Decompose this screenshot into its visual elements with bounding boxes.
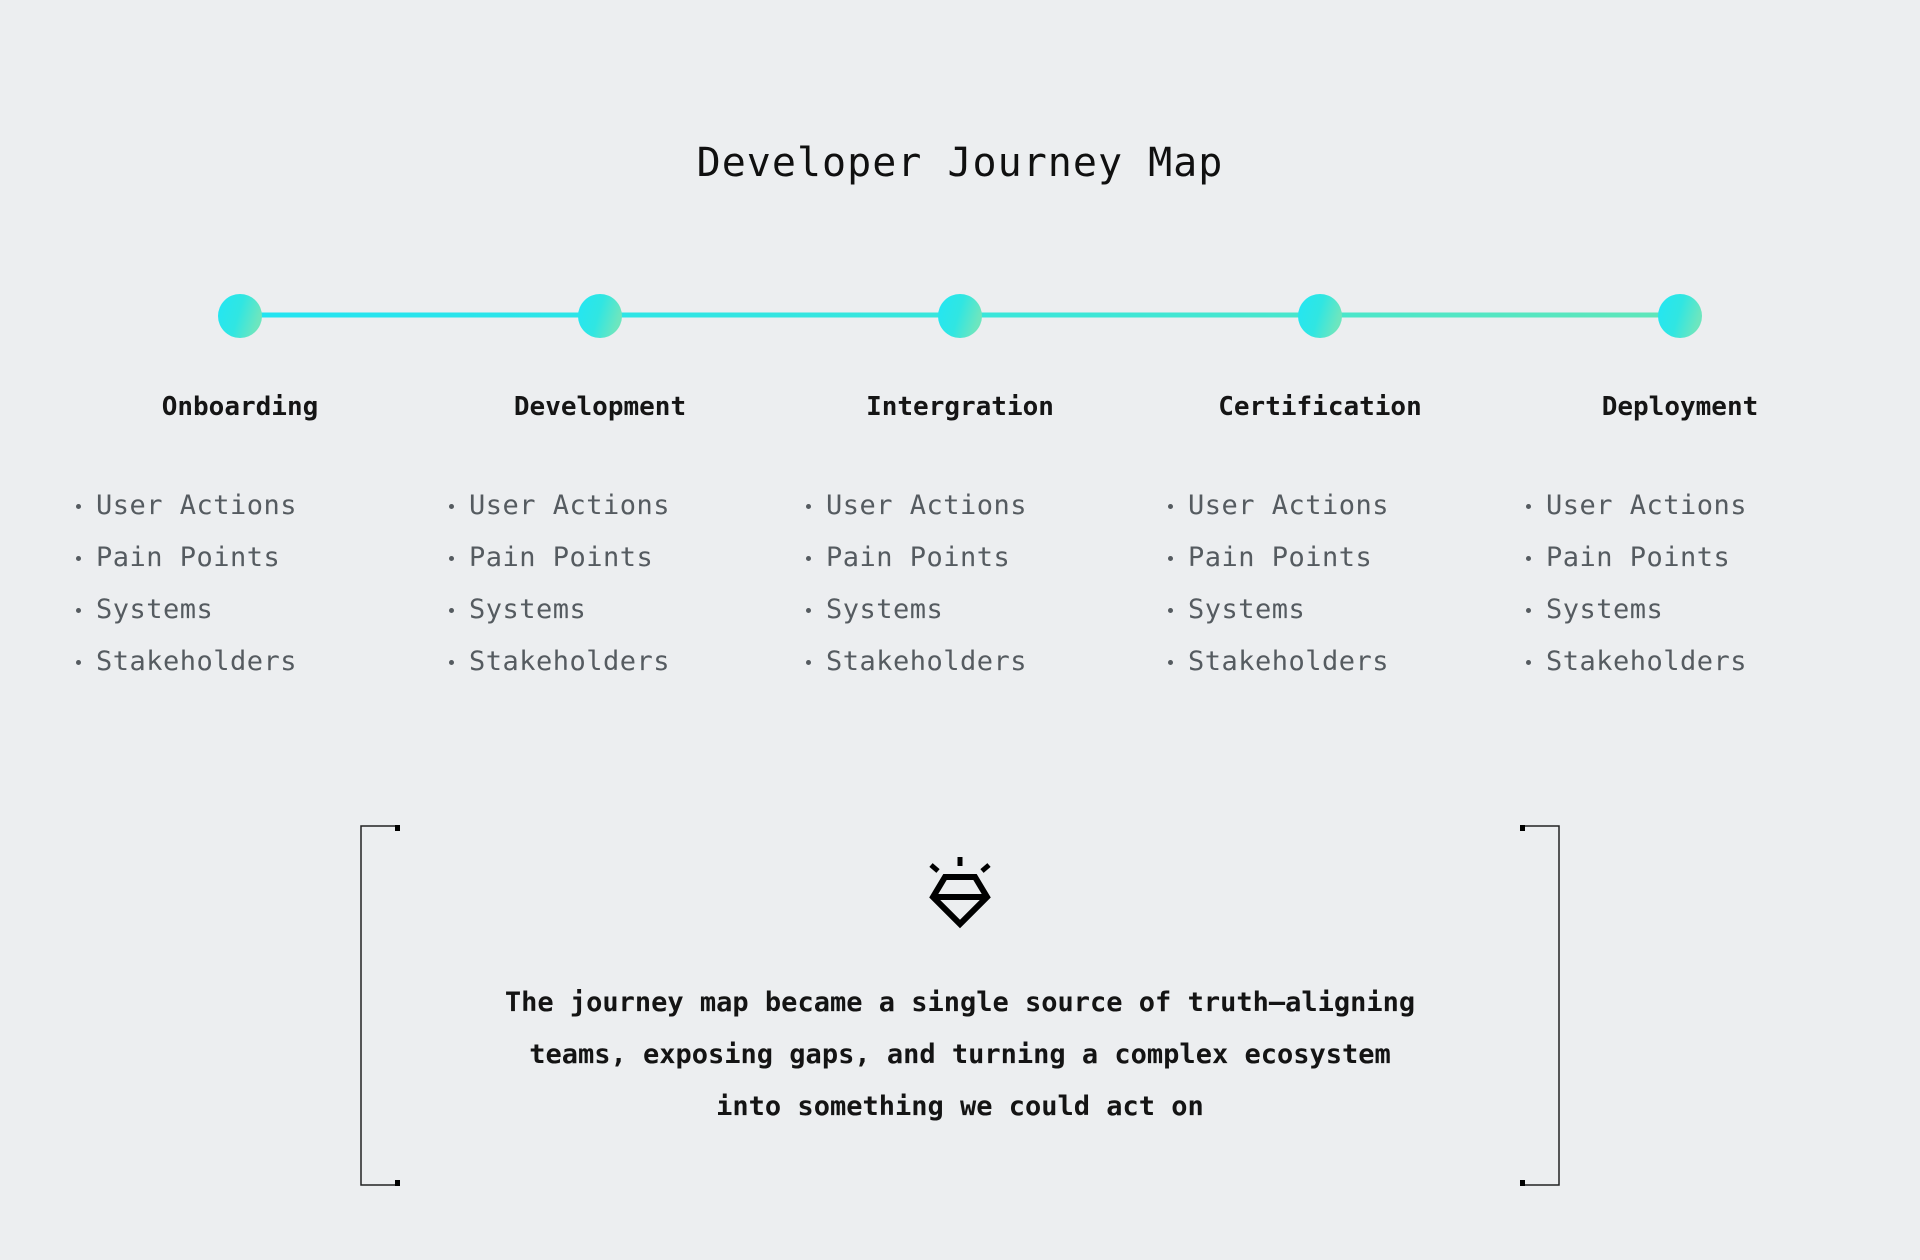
stage-title: Onboarding — [161, 392, 319, 422]
stage-title: Development — [513, 392, 687, 422]
stage-intergration: Intergration User Actions Pain Points Sy… — [806, 392, 1110, 688]
left-bracket — [360, 825, 400, 1186]
stage-list-item: Stakeholders — [74, 636, 390, 688]
stage-list-item: Systems — [1166, 584, 1470, 636]
stage-list-item: User Actions — [447, 480, 750, 532]
stage-list: User Actions Pain Points Systems Stakeho… — [1166, 480, 1470, 688]
journey-timeline — [218, 294, 1702, 338]
stage-list-item: Stakeholders — [1166, 636, 1470, 688]
stage-list-item: User Actions — [1166, 480, 1470, 532]
stage-dot-certification — [1298, 294, 1342, 338]
stage-title: Deployment — [1601, 392, 1759, 422]
quote-callout: The journey map became a single source o… — [360, 825, 1560, 1186]
quote-line: The journey map became a single source o… — [504, 987, 1416, 1018]
stage-list-item: Pain Points — [447, 532, 750, 584]
stage-list: User Actions Pain Points Systems Stakeho… — [447, 480, 750, 688]
quote-line: into something we could act on — [716, 1091, 1204, 1122]
stage-list-item: User Actions — [74, 480, 390, 532]
stage-list-item: Systems — [74, 584, 390, 636]
stage-list: User Actions Pain Points Systems Stakeho… — [804, 480, 1110, 688]
stage-list-item: Pain Points — [1524, 532, 1830, 584]
stage-list-item: Pain Points — [1166, 532, 1470, 584]
stage-list-item: Systems — [804, 584, 1110, 636]
stage-list: User Actions Pain Points Systems Stakeho… — [74, 480, 390, 688]
stage-deployment: Deployment User Actions Pain Points Syst… — [1526, 392, 1830, 688]
stage-development: Development User Actions Pain Points Sys… — [447, 392, 750, 688]
stage-dot-deployment — [1658, 294, 1702, 338]
stage-dot-onboarding — [218, 294, 262, 338]
stage-list-item: Systems — [1524, 584, 1830, 636]
stage-certification: Certification User Actions Pain Points S… — [1168, 392, 1470, 688]
stage-list-item: Pain Points — [74, 532, 390, 584]
page-title: Developer Journey Map — [696, 140, 1224, 186]
stage-list-item: Stakeholders — [804, 636, 1110, 688]
quote-line: teams, exposing gaps, and turning a comp… — [529, 1039, 1391, 1070]
stage-list: User Actions Pain Points Systems Stakeho… — [1524, 480, 1830, 688]
stage-title: Certification — [1218, 392, 1422, 422]
quote-text: The journey map became a single source o… — [440, 977, 1480, 1133]
stage-list-item: Pain Points — [804, 532, 1110, 584]
stage-list-item: Stakeholders — [1524, 636, 1830, 688]
stage-dot-intergration — [938, 294, 982, 338]
stage-list-item: Systems — [447, 584, 750, 636]
stage-list-item: Stakeholders — [447, 636, 750, 688]
stage-onboarding: Onboarding User Actions Pain Points Syst… — [76, 392, 390, 688]
stage-title: Intergration — [866, 392, 1054, 422]
gem-icon — [929, 857, 991, 929]
stage-dot-development — [578, 294, 622, 338]
stage-list-item: User Actions — [804, 480, 1110, 532]
right-bracket — [1520, 825, 1560, 1186]
stage-list-item: User Actions — [1524, 480, 1830, 532]
